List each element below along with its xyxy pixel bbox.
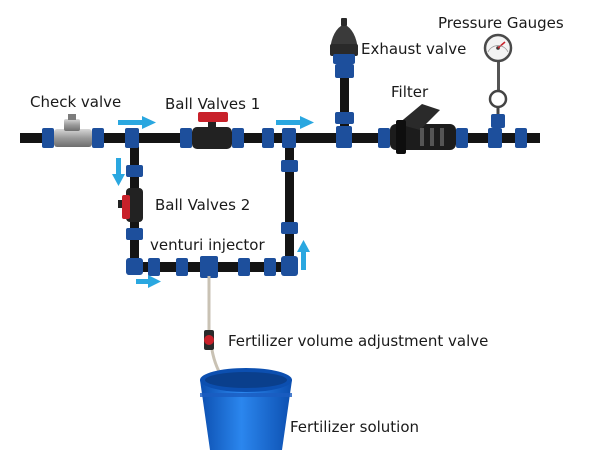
- valve-handle-icon: [122, 195, 130, 219]
- main-pipe-fittings: [42, 126, 527, 148]
- exhaust-valve-label: Exhaust valve: [361, 40, 467, 58]
- gauge-dial-icon: [483, 33, 513, 63]
- flow-arrow-icon: [297, 240, 310, 270]
- flow-arrows: [112, 116, 314, 288]
- check-valve-label: Check valve: [30, 93, 122, 111]
- fertilizer-adjustment-valve: [204, 330, 214, 350]
- check-valve: [54, 114, 92, 147]
- bypass-fittings: [126, 160, 298, 278]
- ball-valves-1-label: Ball Valves 1: [165, 95, 261, 113]
- exhaust-fittings: [335, 64, 354, 124]
- flow-arrow-icon: [136, 275, 161, 288]
- venturi-injector-label: venturi injector: [150, 236, 265, 254]
- ball-valve-2: [118, 188, 143, 222]
- exhaust-valve: [330, 18, 358, 64]
- exhaust-riser-pipe: [340, 56, 349, 136]
- fertilizer-bucket: [200, 368, 292, 450]
- ball-valve-1: [192, 112, 232, 149]
- fertilizer-solution-label: Fertilizer solution: [290, 418, 420, 436]
- gauge-riser-pipe: [497, 60, 500, 90]
- pressure-gauges-label: Pressure Gauges: [438, 14, 564, 32]
- valve-handle-icon: [198, 112, 228, 122]
- flow-arrow-icon: [112, 158, 125, 186]
- ball-valves-2-label: Ball Valves 2: [155, 196, 251, 214]
- main-pipe: [20, 133, 540, 143]
- flow-arrow-icon: [276, 116, 314, 129]
- flow-arrow-icon: [118, 116, 156, 129]
- fertilizer-adjustment-valve-label: Fertilizer volume adjustment valve: [228, 332, 489, 350]
- filter: [390, 104, 456, 154]
- filter-label: Filter: [391, 83, 429, 101]
- pressure-gauge: [483, 33, 513, 128]
